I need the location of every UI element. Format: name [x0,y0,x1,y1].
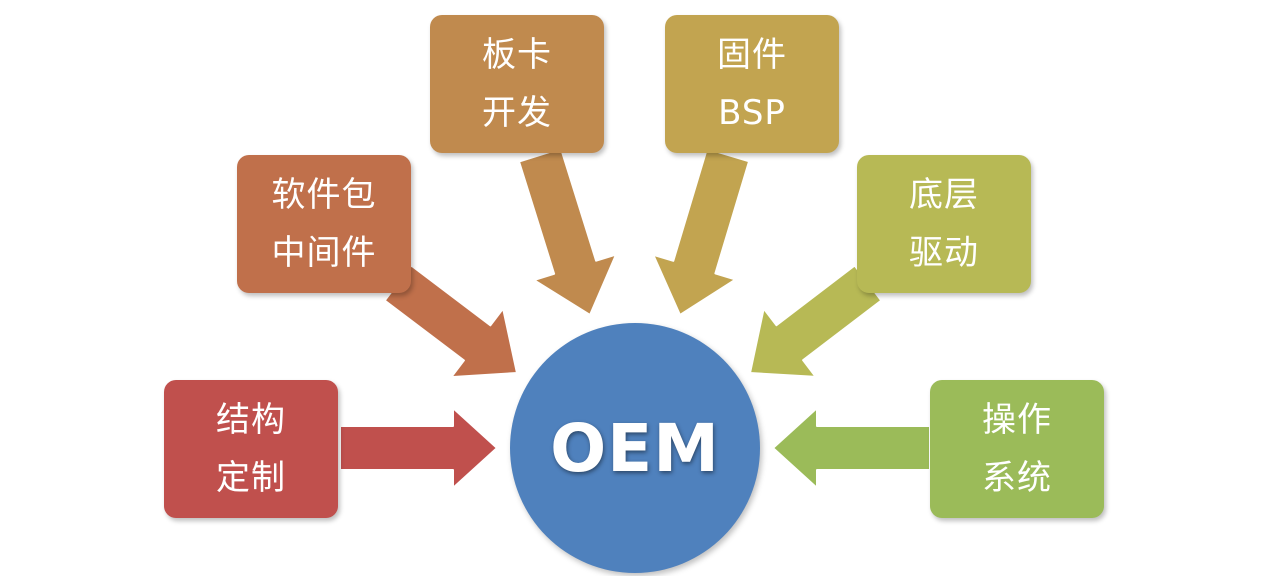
node-label-line2: 驱动 [909,233,979,273]
node-operating-system: 操作 系统 [930,380,1104,518]
node-label-line1: 板卡 [482,35,552,75]
arrow-software-to-oem [383,264,518,379]
node-board-development: 板卡 开发 [430,15,604,153]
arrow-structure-to-oem [339,407,498,489]
node-structure-customization: 结构 定制 [164,380,338,518]
node-software-middleware: 软件包 中间件 [237,155,411,293]
arrow-os-to-oem [772,407,931,489]
arrow-drivers-to-oem [749,264,883,378]
center-oem-circle: OEM [510,323,760,573]
node-label-line1: 软件包 [271,175,377,215]
node-label-line2: 定制 [216,458,286,498]
node-label-line2: BSP [718,93,786,133]
arrow-board-to-oem [518,147,618,316]
node-label-line2: 开发 [482,93,552,133]
node-label-line2: 中间件 [271,233,377,273]
node-firmware-bsp: 固件 BSP [665,15,839,153]
center-label: OEM [550,409,720,487]
node-label-line1: 操作 [982,400,1052,440]
node-label-line1: 底层 [909,175,979,215]
node-low-level-drivers: 底层 驱动 [857,155,1031,293]
node-label-line1: 固件 [717,35,787,75]
node-label-line1: 结构 [216,400,286,440]
node-label-line2: 系统 [982,458,1052,498]
arrow-firmware-to-oem [652,147,751,316]
